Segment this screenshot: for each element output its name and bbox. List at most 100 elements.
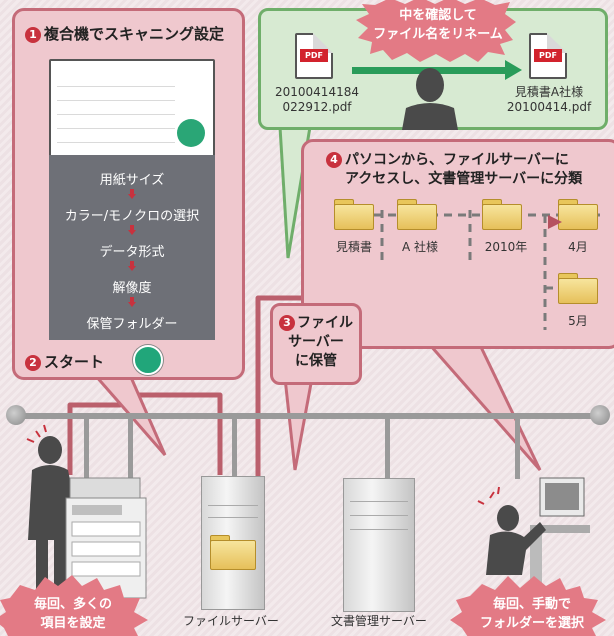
server-slot — [208, 517, 258, 518]
step-data-format: データ形式 — [99, 245, 165, 260]
step-number-2: 2 — [25, 355, 41, 371]
pdf-file-icon: PDF — [529, 33, 567, 79]
renamed-filename-line1: 見積書A社様 — [514, 85, 584, 99]
step-resolution: 解像度 — [112, 281, 152, 296]
step-storage-folder: 保管フォルダー — [86, 317, 178, 332]
folder-label-year: 2010年 — [484, 240, 528, 254]
file-server-label: ファイルサーバー — [183, 614, 279, 628]
folder-label-company: A 社様 — [401, 240, 439, 254]
network-drop — [385, 419, 390, 484]
folder-tab — [558, 273, 578, 280]
network-drop — [515, 419, 520, 479]
step-paper-size: 用紙サイズ — [99, 173, 165, 188]
classify-title-line1: パソコンから、ファイルサーバーに — [345, 152, 569, 168]
rename-callout-line2: ファイル名をリネーム — [373, 27, 503, 42]
folder-icon — [558, 199, 598, 230]
store-line1: ファイル — [297, 315, 353, 331]
classify-title-line2: アクセスし、文書管理サーバーに分類 — [345, 171, 583, 187]
folder-label-april: 4月 — [568, 240, 588, 254]
pdf-file-icon: PDF — [295, 33, 333, 79]
right-callout-line1: 毎回、手動で — [492, 597, 571, 612]
folder-body — [397, 204, 437, 230]
screen-row — [57, 131, 175, 143]
pdf-tag: PDF — [300, 49, 328, 62]
rename-callout-text: 中を確認してファイル名をリネーム — [372, 6, 504, 44]
folder-body — [558, 204, 598, 230]
down-arrow-icon — [128, 189, 136, 199]
network-drop — [84, 419, 89, 479]
step-number-4: 4 — [326, 152, 342, 168]
step-number-1: 1 — [25, 27, 41, 43]
screen-row — [57, 89, 175, 101]
folder-label-may: 5月 — [568, 314, 588, 328]
document-server-label: 文書管理サーバー — [331, 614, 427, 628]
setting-steps: 用紙サイズ カラー/モノクロの選択 データ形式 解像度 保管フォルダー — [49, 155, 215, 340]
folder-body — [334, 204, 374, 230]
network-end-node — [590, 405, 610, 425]
folder-icon — [334, 199, 374, 230]
down-arrow-icon — [128, 297, 136, 307]
store-line3: に保管 — [295, 353, 337, 369]
server-slot — [350, 529, 408, 530]
right-callout-line2: フォルダーを選択 — [479, 616, 584, 631]
folder-tab — [558, 199, 578, 206]
left-callout-text: 毎回、多くの項目を設定 — [18, 595, 128, 633]
folder-icon — [558, 273, 598, 304]
server-slot — [350, 515, 408, 516]
folder-tab — [334, 199, 354, 206]
scan-settings-title-text: 複合機でスキャニング設定 — [44, 25, 225, 43]
network-end-node — [6, 405, 26, 425]
network-drop — [232, 419, 237, 479]
server-slot — [350, 501, 408, 502]
renamed-filename-line2: 20100414.pdf — [506, 100, 592, 114]
left-callout-line1: 毎回、多くの — [33, 597, 112, 612]
screen-row — [57, 117, 175, 129]
network-bus — [12, 413, 602, 419]
screen-row — [57, 103, 175, 115]
folder-label-estimate: 見積書 — [335, 240, 372, 254]
start-label-text: スタート — [44, 353, 105, 371]
network-drop — [128, 419, 133, 479]
pdf-tag: PDF — [534, 49, 562, 62]
down-arrow-icon — [128, 225, 136, 235]
folder-icon — [210, 535, 256, 570]
right-callout-text: 毎回、手動でフォルダーを選択 — [470, 595, 594, 633]
screen-row — [57, 75, 175, 87]
folder-body — [210, 540, 256, 570]
document-server-icon — [343, 478, 415, 612]
original-filename-line2: 022912.pdf — [282, 100, 352, 114]
folder-icon — [397, 199, 437, 230]
folder-tab — [210, 535, 230, 542]
step-color-mode: カラー/モノクロの選択 — [64, 209, 200, 224]
step-number-3: 3 — [279, 315, 295, 331]
start-button-icon — [133, 345, 163, 375]
original-filename-line1: 20100414184 — [275, 85, 359, 99]
screen-start-button — [177, 119, 205, 147]
rename-callout-line1: 中を確認して — [399, 8, 477, 23]
server-slot — [208, 505, 258, 506]
folder-tab — [482, 199, 502, 206]
folder-body — [482, 204, 522, 230]
folder-body — [558, 278, 598, 304]
store-line2: サーバー — [288, 334, 344, 350]
folder-tab — [397, 199, 417, 206]
down-arrow-icon — [128, 261, 136, 271]
folder-icon — [482, 199, 522, 230]
left-callout-line2: 項目を設定 — [40, 616, 106, 631]
